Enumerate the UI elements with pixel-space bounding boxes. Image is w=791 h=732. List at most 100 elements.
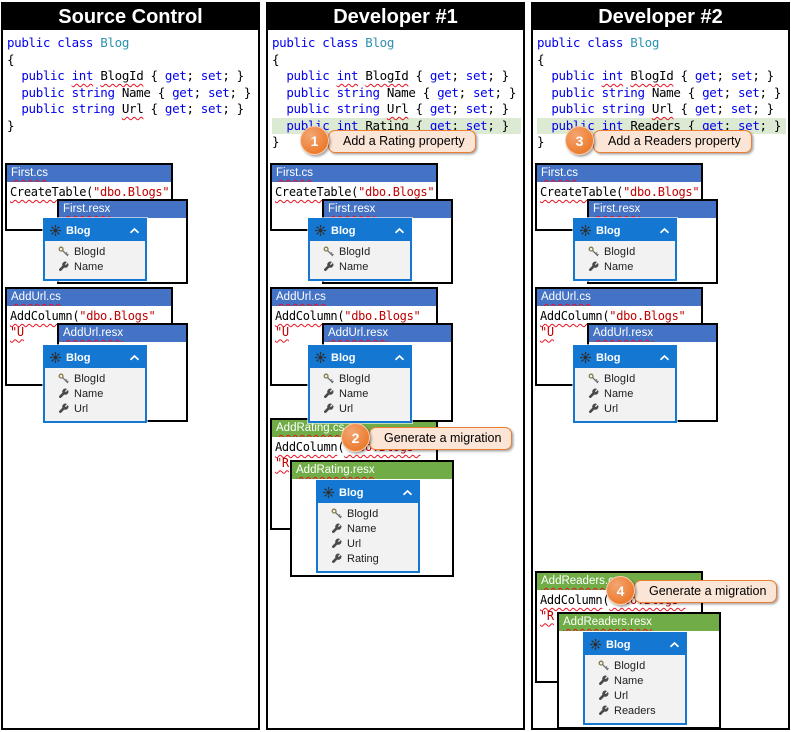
file-name: First.cs — [7, 165, 171, 182]
column-title: Developer #2 — [533, 4, 788, 30]
property-label: BlogId — [74, 372, 106, 385]
callout-label-4: Generate a migration — [634, 580, 778, 603]
entity-property-row: BlogId — [588, 371, 673, 386]
wrench-icon — [59, 403, 69, 413]
property-label: Name — [614, 674, 644, 687]
entity-property-row: Rating — [331, 551, 416, 566]
entity-icon — [323, 487, 334, 498]
entity-icon — [50, 352, 61, 363]
column-developer-2: Developer #2 public class Blog{ public i… — [531, 2, 790, 730]
key-icon — [58, 246, 69, 257]
property-label: BlogId — [74, 245, 106, 258]
entity-property-row: Url — [323, 401, 408, 416]
chevron-up-icon[interactable] — [129, 354, 140, 362]
entity-widget-header: Blog — [45, 347, 145, 368]
property-label: Url — [74, 402, 89, 415]
file-name: AddReaders.resx — [559, 614, 719, 631]
entity-widget-header: Blog — [585, 634, 685, 655]
wrench-icon — [332, 553, 342, 563]
file-name: AddUrl.cs — [272, 289, 436, 306]
entity-property-row: Name — [588, 259, 673, 274]
code-snippet-blog-class: public class Blog{ public int BlogId { g… — [537, 35, 786, 151]
key-icon — [588, 373, 599, 384]
key-icon — [598, 660, 609, 671]
entity-property-row: Name — [323, 259, 408, 274]
chevron-up-icon[interactable] — [394, 354, 405, 362]
property-label: Rating — [347, 552, 379, 565]
property-label: Url — [614, 689, 629, 702]
migration-code: AddColumn("dbo.Blogs""U — [275, 309, 421, 339]
file-name: First.resx — [589, 201, 716, 218]
property-label: BlogId — [614, 659, 646, 672]
entity-property-row: Name — [598, 673, 683, 688]
wrench-icon — [589, 388, 599, 398]
code-snippet-blog-class: public class Blog{ public int BlogId { g… — [272, 35, 521, 151]
property-label: BlogId — [347, 507, 379, 520]
wrench-icon — [589, 403, 599, 413]
entity-widget-header: Blog — [575, 220, 675, 241]
entity-property-row: Name — [323, 386, 408, 401]
column-developer-1: Developer #1 public class Blog{ public i… — [266, 2, 525, 730]
callout-number-1: 1 — [300, 126, 329, 155]
entity-widget-header: Blog — [318, 482, 418, 503]
entity-title: Blog — [66, 224, 91, 237]
property-label: BlogId — [604, 245, 636, 258]
entity-property-row: BlogId — [323, 244, 408, 259]
property-label: Url — [347, 537, 362, 550]
migration-code: AddColumn("dbo.Blogs""U — [540, 309, 686, 339]
property-label: Url — [604, 402, 619, 415]
entity-property-row: BlogId — [323, 371, 408, 386]
entity-property-row: BlogId — [58, 244, 143, 259]
file-name: AddUrl.cs — [7, 289, 171, 306]
property-label: Name — [604, 387, 634, 400]
property-label: Name — [74, 260, 104, 273]
migration-code: AddColumn("dbo.Blogs""R — [275, 440, 421, 470]
chevron-up-icon[interactable] — [659, 354, 670, 362]
wrench-icon — [332, 538, 342, 548]
migration-code: CreateTable("dbo.Blogs" — [10, 185, 170, 199]
chevron-up-icon[interactable] — [669, 641, 680, 649]
entity-icon — [580, 352, 591, 363]
callout-number-2: 2 — [341, 423, 370, 452]
entity-icon — [50, 225, 61, 236]
entity-property-row: Url — [588, 401, 673, 416]
chevron-up-icon[interactable] — [659, 227, 670, 235]
entity-property-row: BlogId — [588, 244, 673, 259]
property-label: Readers — [614, 704, 656, 717]
entity-title: Blog — [331, 351, 356, 364]
chevron-up-icon[interactable] — [402, 489, 413, 497]
entity-property-row: Name — [58, 386, 143, 401]
migration-code: AddColumn("dbo.Blogs""U — [10, 309, 156, 339]
chevron-up-icon[interactable] — [129, 227, 140, 235]
entity-icon — [315, 225, 326, 236]
wrench-icon — [332, 523, 342, 533]
file-card-first-cs: First.cs CreateTable("dbo.Blogs" — [5, 163, 173, 231]
entity-widget-header: Blog — [310, 347, 410, 368]
callout-number-4: 4 — [606, 576, 635, 605]
entity-title: Blog — [606, 638, 631, 651]
wrench-icon — [589, 261, 599, 271]
property-label: Name — [339, 260, 369, 273]
migration-code: CreateTable("dbo.Blogs" — [275, 185, 435, 199]
entity-widget-header: Blog — [45, 220, 145, 241]
chevron-up-icon[interactable] — [394, 227, 405, 235]
property-label: Name — [339, 387, 369, 400]
file-name: First.cs — [537, 165, 701, 182]
file-name: AddUrl.resx — [589, 325, 716, 342]
property-label: Name — [347, 522, 377, 535]
entity-widget-header: Blog — [310, 220, 410, 241]
column-title: Developer #1 — [268, 4, 523, 30]
property-label: Url — [339, 402, 354, 415]
entity-title: Blog — [331, 224, 356, 237]
wrench-icon — [59, 261, 69, 271]
property-label: BlogId — [604, 372, 636, 385]
migration-code: CreateTable("dbo.Blogs" — [540, 185, 700, 199]
